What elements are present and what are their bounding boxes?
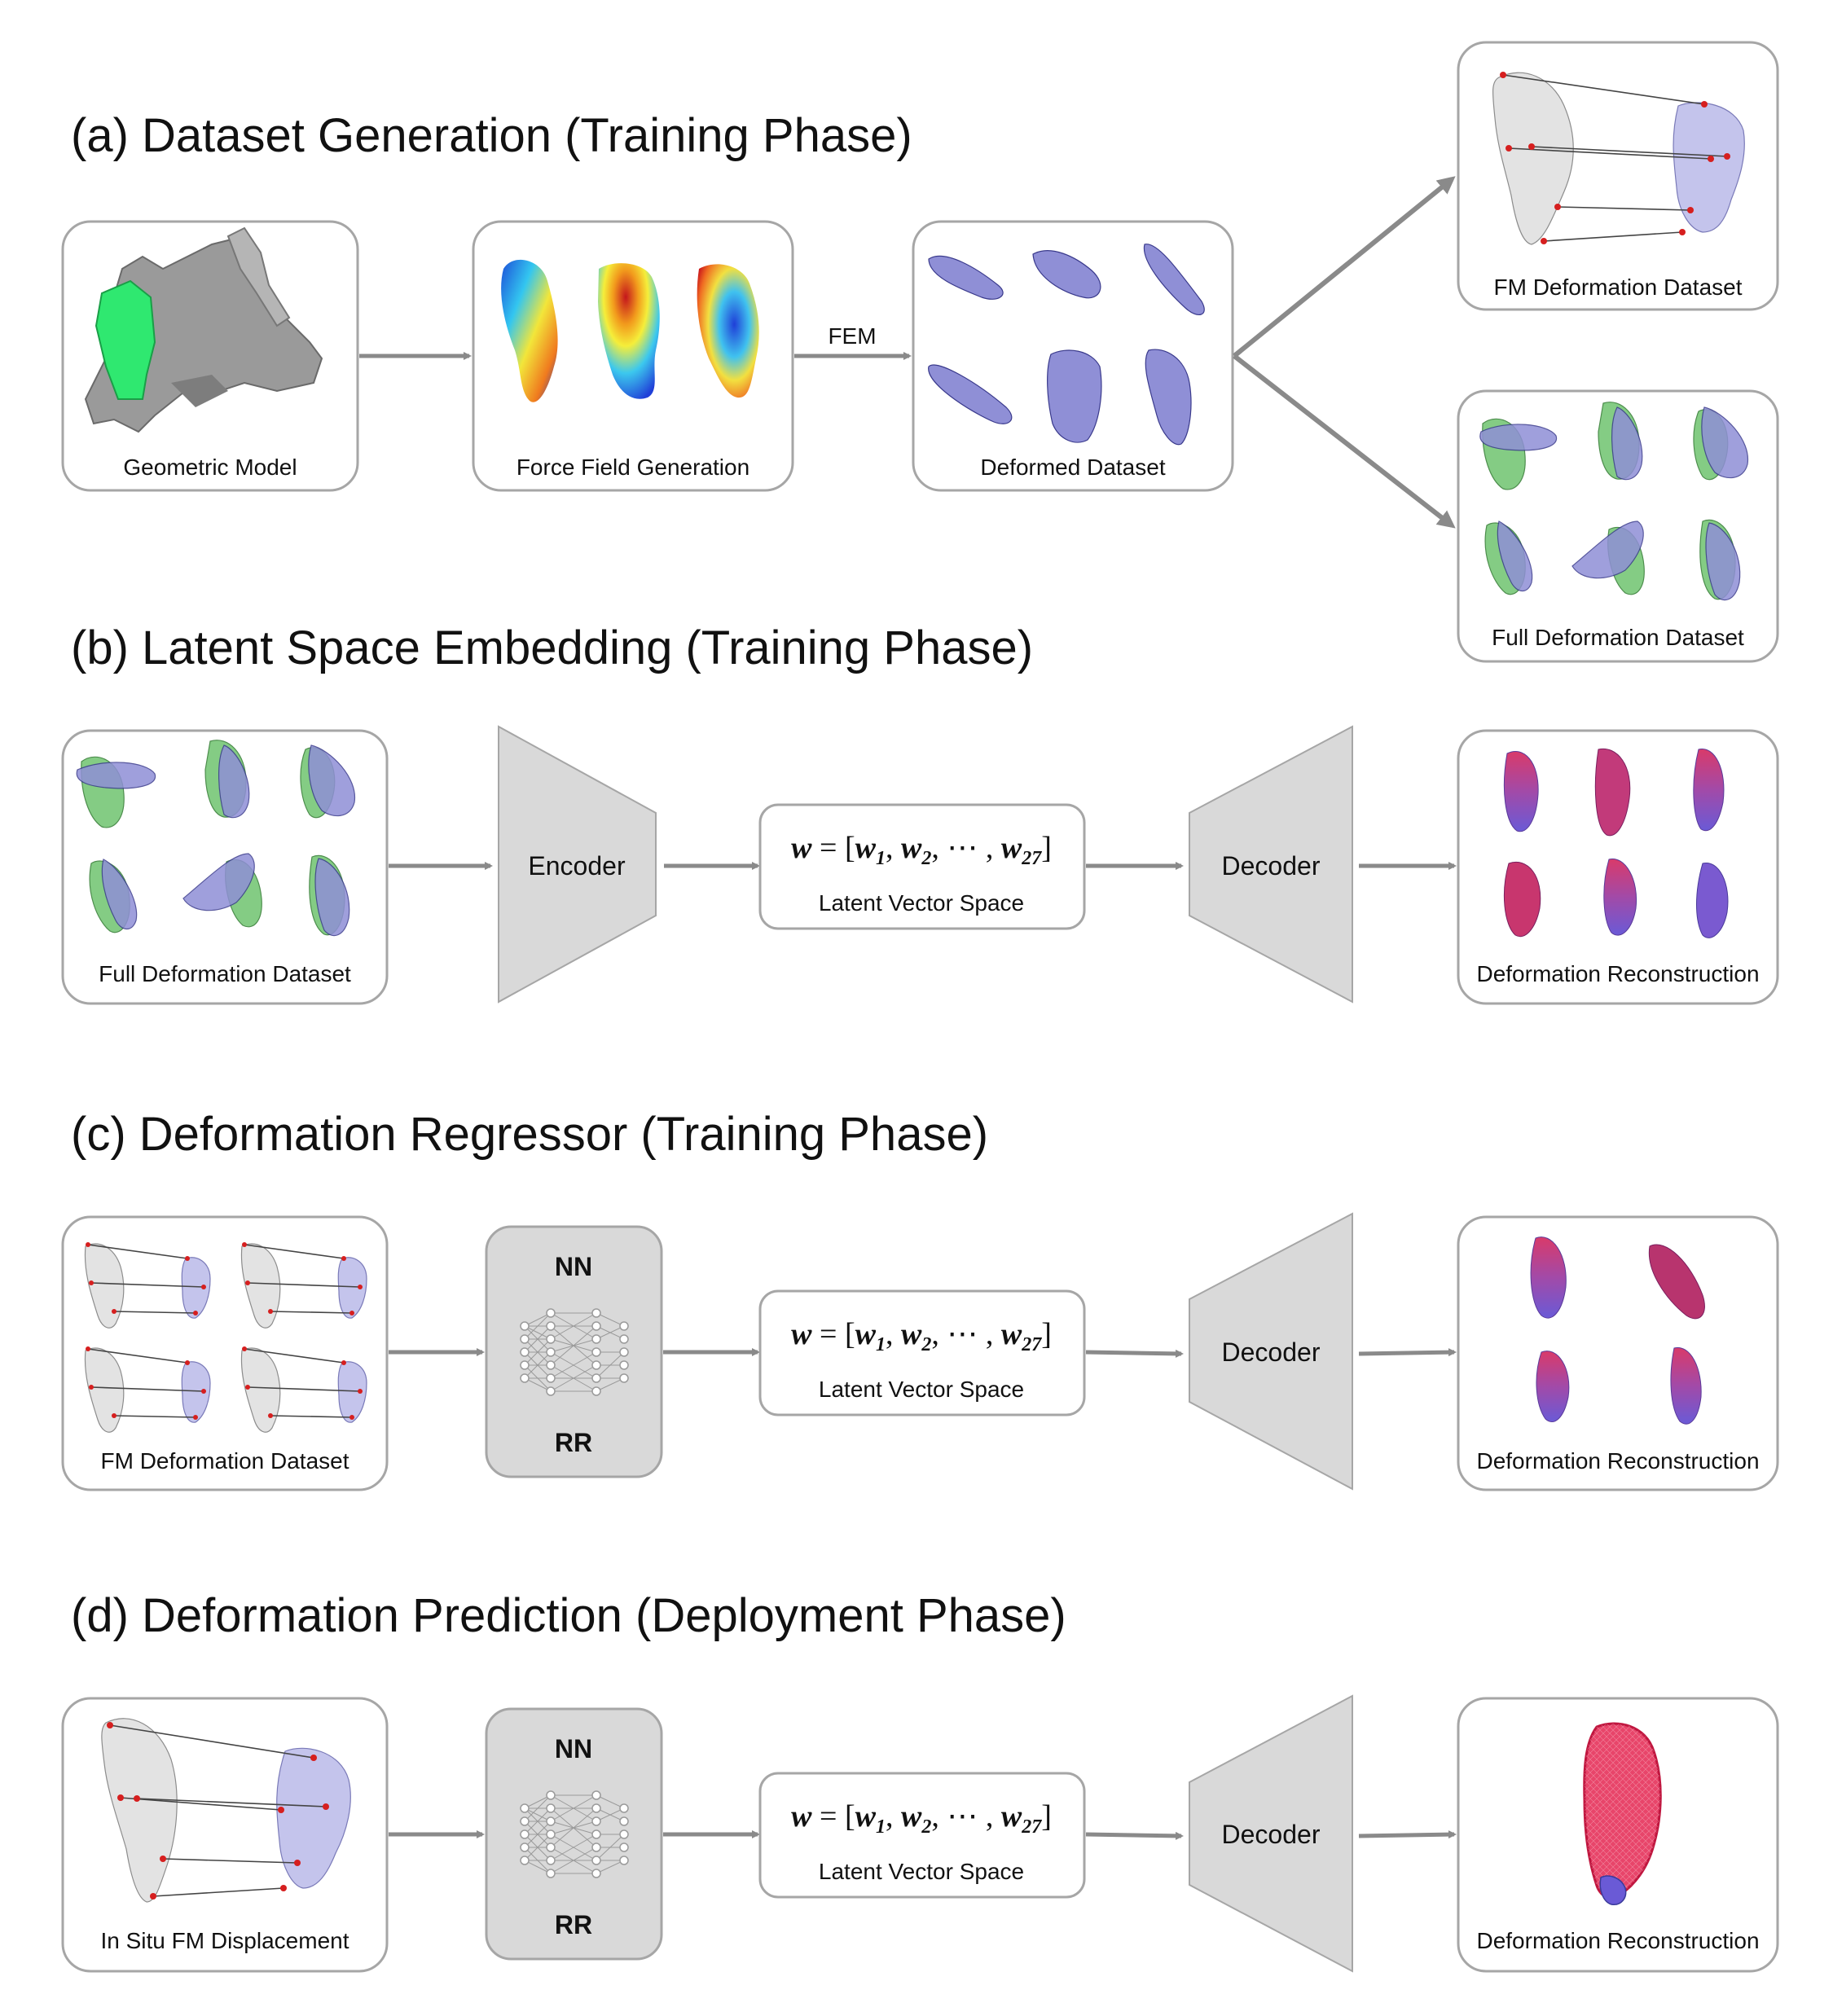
force-field-label: Force Field Generation (516, 455, 749, 480)
b-latent-equation: w = [w1, w2, ⋯ , w27] (791, 831, 1052, 869)
arrow-d-decoder-to-output (1358, 1830, 1457, 1839)
b-decoder-block (1189, 725, 1353, 1004)
arrow-c-decoder-to-output (1358, 1348, 1457, 1357)
b-output-image (1503, 748, 1729, 938)
c-latent-equation: w = [w1, w2, ⋯ , w27] (791, 1317, 1052, 1355)
b-input-image (76, 740, 356, 937)
fm-dataset-label: FM Deformation Dataset (1494, 275, 1743, 300)
geometric-model-image (84, 226, 323, 433)
encoder-block (498, 725, 657, 1004)
b-input-label: Full Deformation Dataset (99, 961, 351, 986)
d-output-image (1583, 1722, 1662, 1905)
d-decoder-label: Decoder (1222, 1820, 1321, 1849)
b-output-label: Deformation Reconstruction (1476, 961, 1759, 986)
arrow-c-latent-to-decoder (1085, 1349, 1184, 1358)
c-latent-box (758, 1289, 1086, 1416)
full-dataset-label: Full Deformation Dataset (1492, 625, 1744, 650)
d-nn-rr-box (485, 1707, 663, 1961)
d-output-label: Deformation Reconstruction (1476, 1928, 1759, 1953)
section-d-title: (d) Deformation Prediction (Deployment P… (71, 1589, 1066, 1642)
d-latent-box (758, 1772, 1086, 1899)
d-rr-label: RR (555, 1910, 592, 1939)
encoder-label: Encoder (528, 851, 626, 881)
c-nn-network-icon (520, 1308, 629, 1396)
geometric-model-label: Geometric Model (123, 455, 297, 480)
force-field-image (501, 259, 759, 402)
c-output-image (1530, 1236, 1705, 1425)
c-nn-rr-box (485, 1225, 663, 1478)
c-output-label: Deformation Reconstruction (1476, 1448, 1759, 1474)
b-decoder-label: Decoder (1222, 851, 1321, 881)
c-input-label: FM Deformation Dataset (101, 1448, 349, 1474)
c-decoder-label: Decoder (1222, 1337, 1321, 1367)
b-latent-label: Latent Vector Space (819, 890, 1024, 916)
section-c-title: (c) Deformation Regressor (Training Phas… (71, 1108, 988, 1161)
c-latent-label: Latent Vector Space (819, 1377, 1024, 1402)
b-latent-box (758, 803, 1086, 930)
arrow-to-full-dataset (1233, 354, 1456, 529)
arrow-to-fm-dataset (1233, 176, 1456, 358)
section-b-title: (b) Latent Space Embedding (Training Pha… (71, 621, 1033, 674)
d-decoder-block (1189, 1694, 1353, 1973)
deformed-dataset-label: Deformed Dataset (980, 455, 1165, 480)
c-decoder-block (1189, 1212, 1353, 1491)
c-nn-label: NN (555, 1252, 592, 1281)
c-input-image (84, 1241, 367, 1434)
d-latent-label: Latent Vector Space (819, 1859, 1024, 1884)
d-input-label: In Situ FM Displacement (101, 1928, 349, 1953)
d-nn-label: NN (555, 1734, 592, 1763)
full-dataset-image (1479, 402, 1749, 601)
c-rr-label: RR (555, 1428, 592, 1457)
fem-label: FEM (828, 323, 876, 349)
d-input-image (101, 1718, 351, 1903)
d-latent-equation: w = [w1, w2, ⋯ , w27] (791, 1799, 1052, 1838)
section-a-title: (a) Dataset Generation (Training Phase) (71, 109, 912, 162)
deformed-dataset-image (928, 244, 1205, 446)
fm-dataset-image (1492, 72, 1745, 245)
arrow-d-latent-to-decoder (1085, 1831, 1184, 1840)
